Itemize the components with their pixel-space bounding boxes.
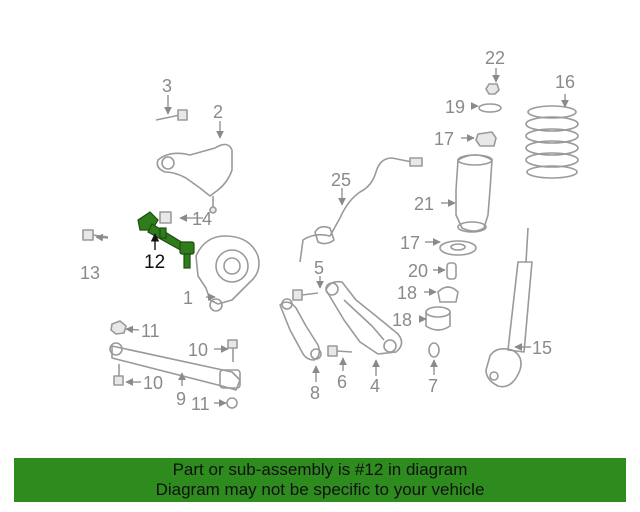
callout-8: 8	[310, 383, 320, 403]
callout-11-upper: 11	[141, 321, 160, 341]
callout-22: 20	[408, 261, 428, 281]
lateral-link-9-drawing	[111, 345, 241, 391]
nut-14-drawing	[159, 211, 172, 224]
callout-20: 18	[397, 283, 417, 303]
info-banner: Part or sub-assembly is #12 in diagram D…	[14, 458, 626, 502]
nut-19-drawing	[475, 131, 497, 147]
callout-2: 2	[213, 102, 223, 122]
abs-sensor-wire-drawing	[299, 157, 413, 263]
bolt-10-left-drawing	[113, 364, 124, 386]
callout-7: 7	[428, 376, 438, 396]
bump-stop-22-drawing	[446, 262, 457, 280]
callout-12: 12	[144, 252, 165, 273]
bolt-5-drawing	[292, 289, 319, 301]
coil-spring-16-drawing	[525, 105, 579, 179]
parts-diagram: 3 2 14 13 12 1 5 25 8 6 4 7 11 10 10 9 1…	[80, 48, 579, 414]
mount-20-drawing	[437, 286, 459, 303]
callout-16: 16	[555, 72, 575, 92]
strut-mount-23-drawing	[455, 154, 493, 232]
washer-7-drawing	[428, 342, 440, 358]
shock-absorber-15-drawing	[485, 227, 533, 388]
callout-10-upper: 10	[188, 340, 208, 360]
highlighted-part-12-drawing	[137, 211, 195, 269]
callout-23: 21	[414, 194, 434, 214]
nut-24-drawing	[485, 83, 500, 95]
callout-17: 17	[400, 233, 420, 253]
spring-seat-17-drawing	[439, 240, 477, 256]
callout-9: 9	[176, 389, 186, 409]
callout-13: 13	[80, 263, 100, 283]
callout-6: 6	[337, 372, 347, 392]
upper-control-arm-drawing	[156, 143, 233, 197]
callout-18: 18	[392, 310, 412, 330]
oring-21-drawing	[478, 103, 502, 113]
callout-14: 14	[192, 209, 212, 229]
bolt-13-drawing	[82, 229, 109, 241]
bushing-18-drawing	[425, 306, 451, 331]
callout-10-lower: 10	[143, 373, 163, 393]
callout-19: 17	[434, 129, 454, 149]
bolt-6-drawing	[327, 345, 353, 357]
callout-3: 3	[162, 76, 172, 96]
banner-line-1: Part or sub-assembly is #12 in diagram	[172, 460, 468, 479]
callout-11-lower: 11	[191, 394, 210, 414]
bolt-3-drawing	[155, 109, 188, 121]
callout-15: 15	[532, 338, 552, 358]
callout-25: 25	[331, 170, 351, 190]
bolt-10-right-drawing	[227, 339, 238, 362]
callout-1: 1	[183, 288, 193, 308]
nut-11-upper-drawing	[110, 320, 127, 335]
nut-11-lower-drawing	[226, 397, 238, 409]
callout-5: 5	[314, 258, 324, 278]
banner-line-2: Diagram may not be specific to your vehi…	[155, 480, 485, 499]
callout-24: 22	[485, 48, 505, 68]
steering-knuckle-drawing	[195, 235, 260, 305]
link-8-drawing	[279, 301, 321, 361]
callout-21: 19	[445, 97, 465, 117]
callout-4: 4	[370, 376, 380, 396]
